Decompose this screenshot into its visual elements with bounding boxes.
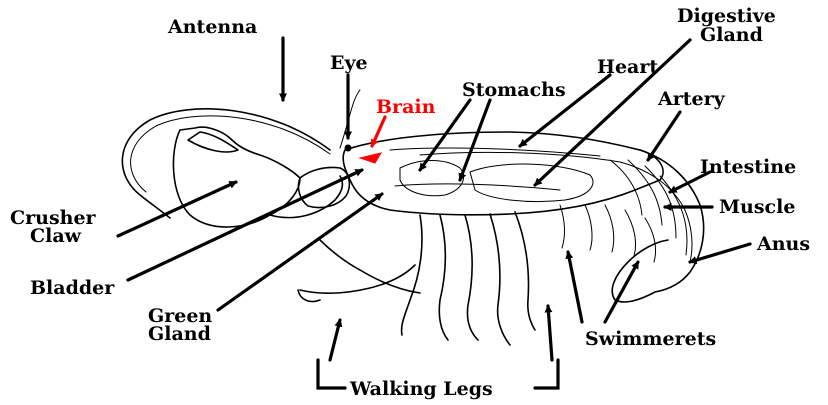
label-digestive-gland-2: Gland	[700, 24, 763, 46]
carapace	[343, 132, 663, 215]
label-muscle: Muscle	[719, 196, 795, 218]
arrow-walking-legs-right	[548, 306, 552, 360]
label-stomachs: Stomachs	[462, 79, 566, 101]
label-bladder: Bladder	[30, 277, 115, 299]
antenna-shape	[122, 109, 330, 218]
arrow-green-gland	[218, 194, 382, 310]
label-artery: Artery	[657, 88, 726, 110]
arrow-bladder	[128, 170, 362, 280]
digestive-gland-outline	[470, 164, 593, 202]
arrow-swimmerets-a	[568, 252, 582, 322]
crusher-claw-dactyl	[188, 132, 238, 152]
label-eye: Eye	[330, 52, 368, 74]
swimmerets-drawing	[560, 205, 656, 262]
labels: Antenna Eye Brain Stomachs Digestive Gla…	[10, 5, 810, 400]
abdomen	[640, 150, 704, 292]
arrow-walking-legs-left	[330, 320, 340, 360]
label-crusher-claw-2: Claw	[30, 225, 82, 247]
label-intestine: Intestine	[700, 156, 796, 178]
label-antenna: Antenna	[167, 16, 257, 38]
arrow-stomachs-b	[460, 100, 490, 180]
walking-legs-bracket-right	[535, 360, 558, 388]
label-anus: Anus	[756, 233, 810, 255]
brain-shape	[360, 153, 381, 163]
arrow-artery	[648, 112, 680, 160]
label-green-gland-2: Gland	[148, 323, 211, 345]
stomach-outline	[400, 161, 464, 196]
walking-legs-bracket-left	[318, 360, 345, 388]
eye-shape	[345, 145, 352, 152]
abdomen-segment-2	[628, 160, 662, 225]
label-swimmerets: Swimmerets	[585, 328, 716, 350]
label-heart: Heart	[597, 56, 658, 78]
walking-legs-drawing	[298, 212, 535, 345]
arrow-swimmerets-b	[605, 262, 638, 322]
label-walking-legs: Walking Legs	[349, 378, 493, 400]
antenna-tip	[340, 90, 360, 148]
label-brain: Brain	[376, 96, 436, 118]
